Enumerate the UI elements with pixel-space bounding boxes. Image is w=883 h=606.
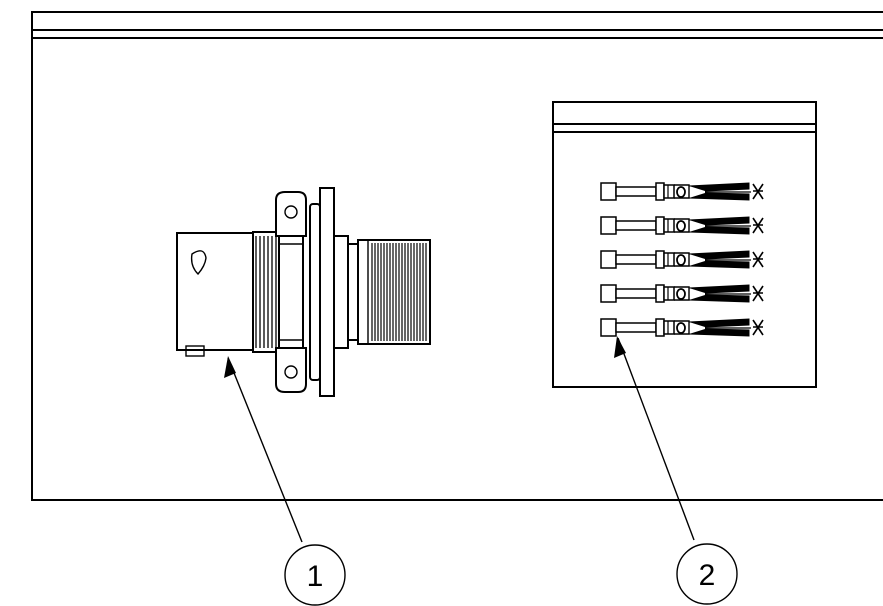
callout-1-circle [284,544,346,606]
callout-1-label: 1 [307,560,324,593]
contact-pin [600,216,764,235]
contact-pin [600,318,764,337]
arrowhead-1 [224,356,236,378]
callout-2-circle [676,543,738,605]
contacts-group [600,182,764,337]
arrowhead-2 [614,336,626,358]
callout-1: 1 [284,544,346,606]
callout-2-label: 2 [699,559,716,592]
rear-thread [371,243,427,341]
packaging-tray [31,11,883,501]
leader-line-1 [227,357,303,543]
front-thread [255,236,277,348]
contact-pin [600,182,764,201]
contact-pin [600,250,764,269]
leader-line-2 [617,337,695,541]
leader-lines [224,336,695,543]
contacts-bag [552,101,817,388]
connector-assembly [176,187,431,397]
contact-pin [600,284,764,303]
callout-2: 2 [676,543,738,605]
